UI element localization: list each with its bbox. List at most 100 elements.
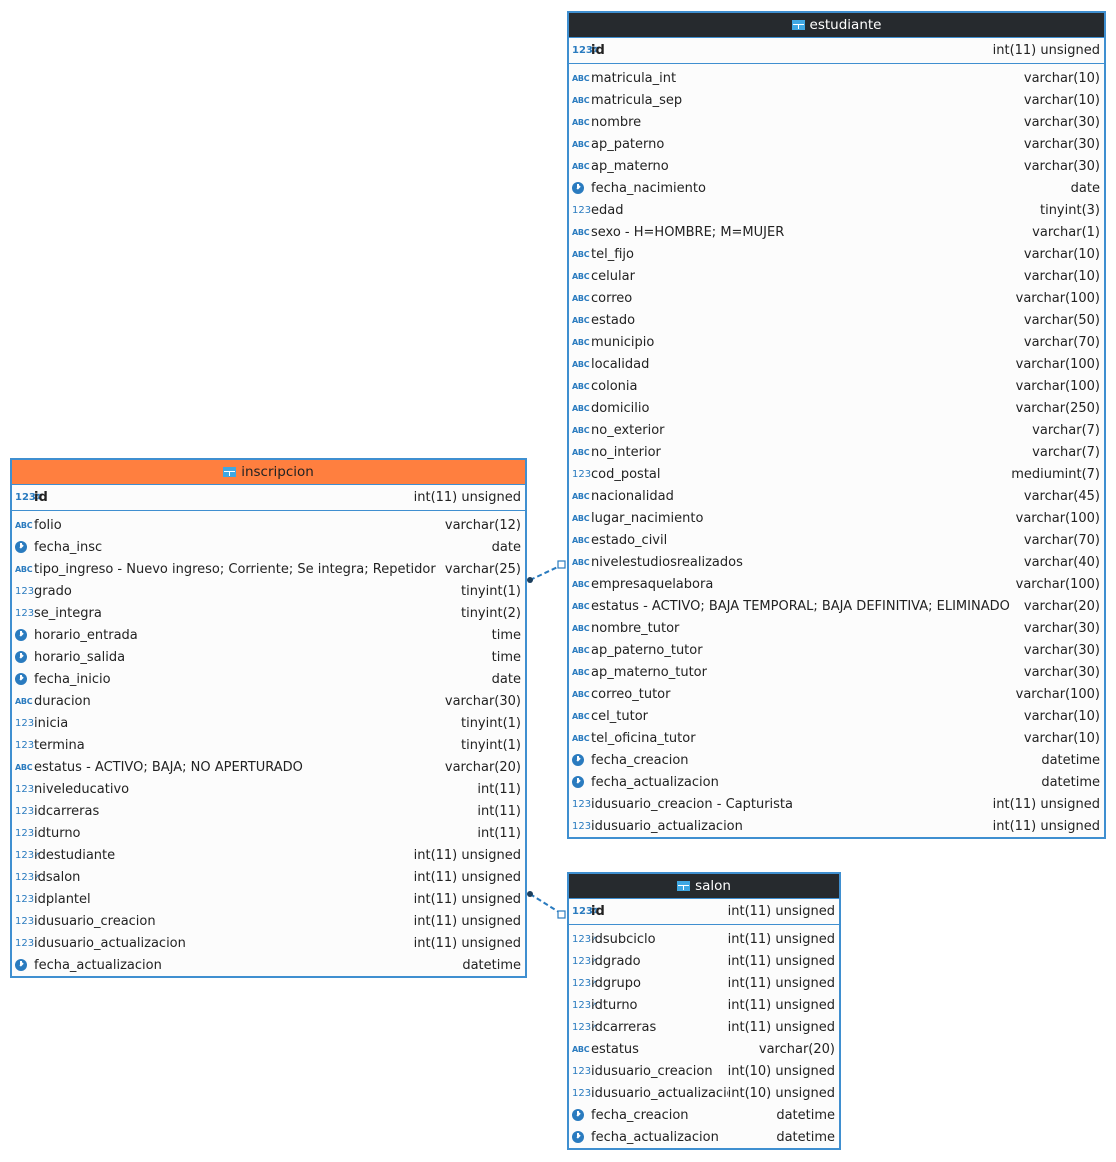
text-type-icon: ABC [572,271,590,281]
column-type: time [491,649,521,665]
column-type: varchar(20) [758,1041,835,1057]
column-type: int(11) unsigned [727,931,835,947]
clock-icon [572,754,584,766]
column-name: no_exterior [591,422,665,438]
clock-icon [15,673,27,685]
column-name: nacionalidad [591,488,674,504]
clock-icon [15,651,27,663]
entity-title: estudiante [809,17,882,33]
entity-header: inscripcion [12,460,525,485]
column-name: idusuario_actualizacion [591,818,743,834]
column-name: cel_tutor [591,708,648,724]
column-name: idestudiante [34,847,116,863]
column-name: horario_salida [34,649,126,665]
column-name: estado [591,312,636,328]
column-row[interactable]: horario_salida time [12,646,525,668]
column-type: date [1070,180,1100,196]
column-name: idusuario_creacion [34,913,156,929]
text-type-icon: ABC [572,601,590,611]
text-type-icon: ABC [572,447,590,457]
column-name: empresaquelabora [591,576,714,592]
column-name: nombre_tutor [591,620,680,636]
column-type: tinyint(3) [1039,202,1100,218]
clock-icon [15,629,27,641]
foreign-key-icon: 123↗ [572,999,597,1011]
text-type-icon: ABC [572,249,590,259]
entity-title: inscripcion [241,464,314,480]
